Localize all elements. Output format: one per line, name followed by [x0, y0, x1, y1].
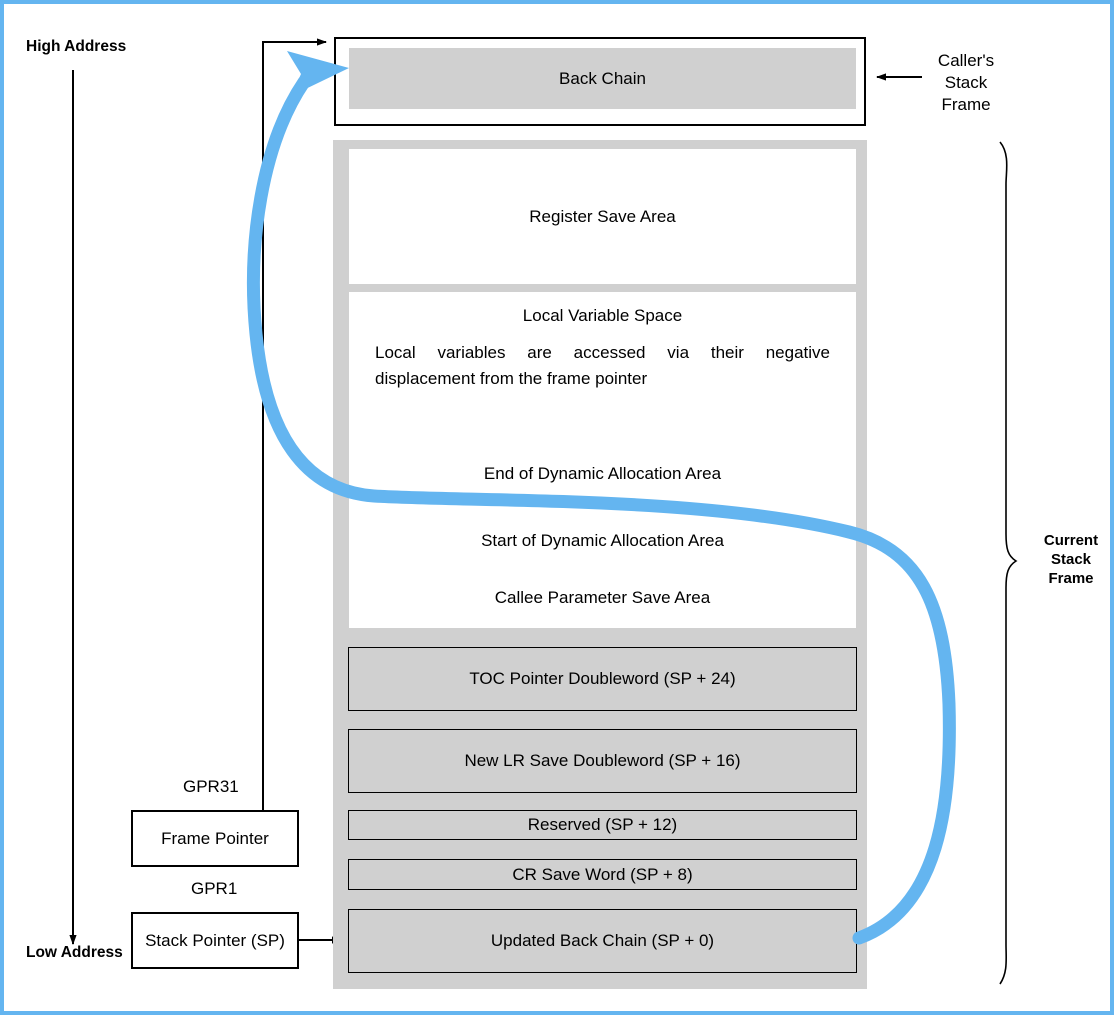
frame-pointer-connector: [262, 38, 327, 814]
gpr1-label: GPR1: [191, 879, 238, 898]
updated-back-chain-label: Updated Back Chain (SP + 0): [490, 931, 715, 950]
frame-pointer-box: Frame Pointer: [131, 810, 299, 867]
stack-pointer-label: Stack Pointer (SP): [145, 930, 285, 950]
back-chain-cell: Back Chain: [349, 48, 856, 109]
register-save-area-label: Register Save Area: [529, 206, 676, 226]
cr-save-word-label: CR Save Word (SP + 8): [512, 864, 693, 884]
reserved-label: Reserved (SP + 12): [527, 815, 678, 834]
local-variable-space-box: Local Variable Space Local variables are…: [349, 292, 856, 428]
reserved-box: Reserved (SP + 12): [348, 810, 857, 840]
current-frame-brace: [999, 141, 1018, 985]
back-chain-label: Back Chain: [559, 68, 646, 88]
new-lr-save-doubleword-box: New LR Save Doubleword (SP + 16): [348, 729, 857, 793]
callers-stack-frame-label: Caller's Stack Frame: [937, 51, 995, 114]
low-address-label: Low Address: [26, 944, 123, 961]
toc-pointer-doubleword-label: TOC Pointer Doubleword (SP + 24): [469, 669, 736, 688]
gpr31-label: GPR31: [183, 777, 239, 796]
register-save-area-box: Register Save Area: [349, 149, 856, 284]
stack-pointer-box: Stack Pointer (SP): [131, 912, 299, 969]
start-of-dynamic-allocation-area-label: Start of Dynamic Allocation Area: [481, 531, 724, 551]
high-address-label: High Address: [26, 38, 127, 55]
callee-parameter-save-area-box: Callee Parameter Save Area: [349, 567, 856, 628]
toc-pointer-doubleword-box: TOC Pointer Doubleword (SP + 24): [348, 647, 857, 711]
frame-pointer-label: Frame Pointer: [161, 828, 269, 848]
local-variable-space-label: Local Variable Space: [522, 306, 683, 325]
callee-parameter-save-area-label: Callee Parameter Save Area: [494, 587, 711, 607]
end-of-dynamic-allocation-area-label: End of Dynamic Allocation Area: [483, 463, 722, 483]
local-variable-space-description: Local variables are accessed via their n…: [375, 343, 830, 389]
current-stack-frame-label: Current Stack Frame: [1043, 532, 1099, 588]
updated-back-chain-box: Updated Back Chain (SP + 0): [348, 909, 857, 973]
cr-save-word-box: CR Save Word (SP + 8): [348, 859, 857, 890]
new-lr-save-doubleword-label: New LR Save Doubleword (SP + 16): [464, 751, 741, 770]
